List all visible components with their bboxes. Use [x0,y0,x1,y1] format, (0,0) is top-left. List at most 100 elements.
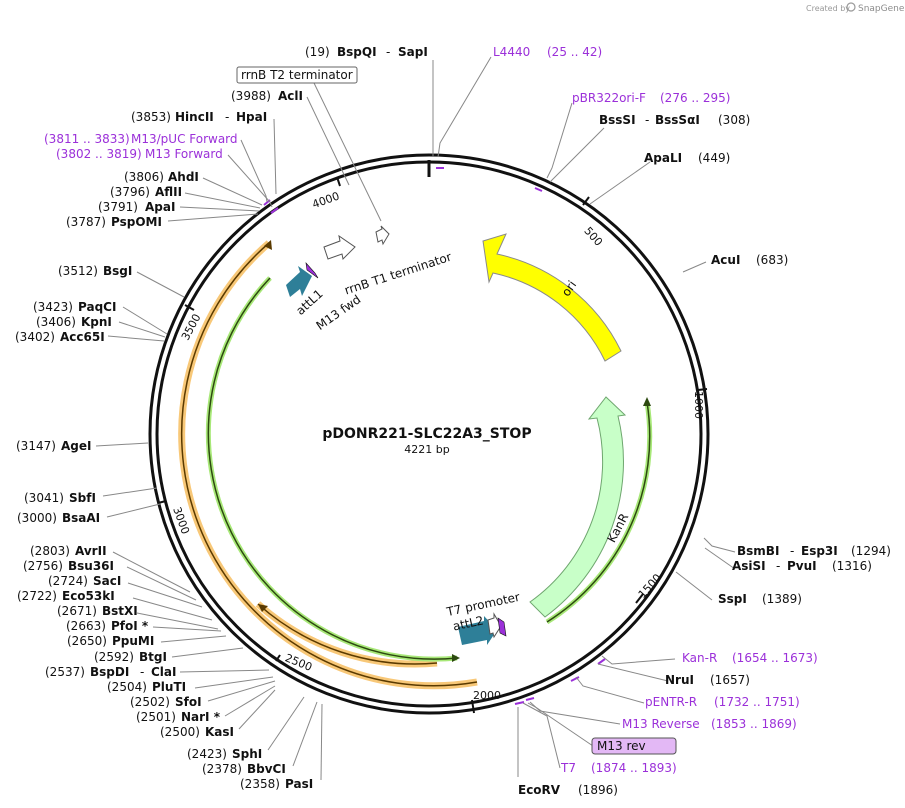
t7-primer-label[interactable]: T7 [560,761,576,775]
credit-prefix: Created by [806,4,850,13]
tick-label-4000: 4000 [310,189,341,211]
bspdi-label[interactable]: BspDI [90,665,129,679]
tick-label-1000: 1000 [692,391,705,419]
bsssi-label[interactable]: BssSI [599,113,636,127]
nrui-label[interactable]: NruI [665,673,694,687]
t7promoter-label: T7 promoter [444,590,521,619]
sapi-label[interactable]: SapI [398,45,428,59]
m13f-label[interactable]: M13 Forward [145,147,223,161]
tick-mark [635,593,644,604]
aflii-pos: (3796) [110,185,150,199]
bbvci-label[interactable]: BbvCI [247,762,286,776]
m13rev-label[interactable]: M13 rev [597,739,646,753]
aflii-label[interactable]: AflII [155,185,182,199]
acui-pos: (683) [756,253,788,267]
acui-label[interactable]: AcuI [711,253,740,267]
orf-left-outer[interactable] [181,242,478,687]
m13puc-label[interactable]: M13/pUC Forward [131,132,238,146]
bsaai-label[interactable]: BsaAI [62,511,100,525]
m13f-range: (3802 .. 3819) [56,147,142,161]
nari-label[interactable]: NarI * [181,710,221,724]
sbfi-label[interactable]: SbfI [69,491,96,505]
bstxi-label[interactable]: BstXI [102,604,138,618]
label-separator: - [790,544,794,558]
t7-promoter-feature[interactable] [487,612,502,639]
rrnb-t1-label: rrnB T1 terminator [343,250,454,298]
hincii-label[interactable]: HincII [175,110,214,124]
hpai-label[interactable]: HpaI [236,110,267,124]
ppumi-pos: (2650) [67,634,107,648]
orf-right[interactable] [546,401,651,623]
clai-label[interactable]: ClaI [151,665,176,679]
pbr322-label[interactable]: pBR322ori-F [572,91,646,105]
m13puc-range: (3811 .. 3833) [44,132,130,146]
kasi-label[interactable]: KasI [205,725,234,739]
primer-marks [263,167,606,705]
agei-pos: (3147) [16,439,56,453]
orf-left-green-arrowhead [452,654,460,662]
acli-label[interactable]: AclI [278,89,303,103]
pspomi-label[interactable]: PspOMI [111,215,162,229]
m13reverse-label[interactable]: M13 Reverse [622,717,700,731]
eco53ki-pos: (2722) [17,589,57,603]
bspqi-label[interactable]: BspQI [337,45,377,59]
tick-mark [697,388,708,391]
attl1-feature[interactable] [286,266,312,297]
orf-left-green[interactable] [207,277,458,660]
paqci-label[interactable]: PaqCI [78,300,116,314]
orf-left-outer-arrowhead [264,240,272,250]
sspi-pos: (1389) [762,592,802,606]
primer-mark [514,701,525,705]
sfoi-label[interactable]: SfoI [175,695,202,709]
snapgene-logo-icon [846,2,856,12]
rrnb-t1-feature[interactable] [323,234,356,261]
apai-label[interactable]: ApaI [145,200,175,214]
rrnb-t2-label[interactable]: rrnB T2 terminator [241,68,353,82]
orf-left-mid[interactable] [257,603,438,665]
ecorv-label[interactable]: EcoRV [518,783,561,797]
ahdi-label[interactable]: AhdI [168,170,199,184]
bsgi-label[interactable]: BsgI [103,264,132,278]
ori-feature[interactable] [482,233,622,362]
saci-label[interactable]: SacI [93,574,121,588]
orf-left-mid-arrowhead [258,604,268,612]
kpni-label[interactable]: KpnI [81,315,112,329]
l4440-label[interactable]: L4440 [493,45,530,59]
bsu36i-label[interactable]: Bsu36I [68,559,114,573]
asisi-pos: (1316) [832,559,872,573]
m13-fwd-feature[interactable] [305,262,319,279]
m13-rev-feature[interactable] [497,617,507,637]
agei-label[interactable]: AgeI [61,439,91,453]
apali-label[interactable]: ApaLI [644,151,682,165]
avrii-label[interactable]: AvrII [75,544,107,558]
kanr-feature[interactable] [529,396,627,618]
tick-mark [275,654,281,662]
pvui-label[interactable]: PvuI [787,559,817,573]
ppumi-label[interactable]: PpuMI [112,634,154,648]
sphi-pos: (2423) [187,747,227,761]
asisi-label[interactable]: AsiSI [732,559,766,573]
kanr-primer-label[interactable]: Kan-R [682,651,717,665]
attl2-feature[interactable] [458,616,497,645]
sphi-label[interactable]: SphI [232,747,262,761]
bsssai-label[interactable]: BssSαI [655,113,700,127]
esp3i-label[interactable]: Esp3I [801,544,838,558]
kasi-pos: (2500) [160,725,200,739]
acc65i-label[interactable]: Acc65I [60,330,105,344]
tick-mark [582,196,590,206]
pasi-label[interactable]: PasI [285,777,313,791]
saci-pos: (2724) [48,574,88,588]
acc65i-pos: (3402) [15,330,55,344]
bsssi-pos: (308) [718,113,750,127]
sspi-label[interactable]: SspI [718,592,747,606]
pentr-label[interactable]: pENTR-R [645,695,697,709]
bsmbi-label[interactable]: BsmBI [737,544,779,558]
eco53ki-label[interactable]: Eco53kI [62,589,115,603]
pfoi-label[interactable]: PfoI * [111,619,149,633]
rrnb-t2-feature[interactable] [375,225,390,246]
label-separator: - [225,110,229,124]
btgi-label[interactable]: BtgI [139,650,167,664]
pluti-label[interactable]: PluTI [152,680,186,694]
bsu36i-pos: (2756) [23,559,63,573]
